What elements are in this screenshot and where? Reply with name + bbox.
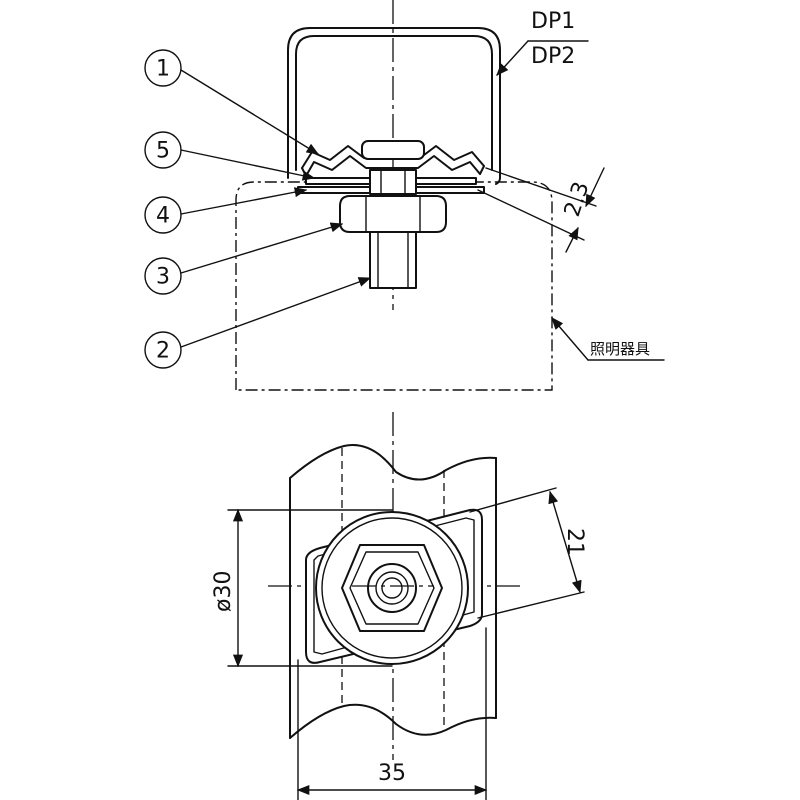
balloon-part-3: 3 xyxy=(144,257,182,295)
bolt-head xyxy=(361,140,425,160)
plan-view: ø30 21 35 xyxy=(211,412,587,800)
svg-text:2: 2 xyxy=(156,339,170,364)
diameter-dimension-label: ø30 xyxy=(211,571,236,612)
width-35-dimension-label: 35 xyxy=(378,761,406,786)
channel-break-bottom xyxy=(289,703,497,739)
balloon-part-1: 1 xyxy=(144,49,182,87)
nut-part-3 xyxy=(339,195,447,233)
bolt-end-plan xyxy=(367,563,417,613)
svg-text:4: 4 xyxy=(156,204,170,229)
dp1-label: DP1 xyxy=(531,9,575,34)
side-view: 1 5 4 3 2 DP1 DP2 2.3 照明器具 xyxy=(144,0,665,391)
dp-channel-outer xyxy=(287,27,501,185)
fixture-label: 照明器具 xyxy=(590,340,650,358)
channel-break-top xyxy=(289,444,497,481)
balloon-part-4: 4 xyxy=(144,196,182,234)
gap-dimension-label: 2.3 xyxy=(560,179,595,220)
dp-channel-inner xyxy=(295,35,493,171)
balloon-part-2: 2 xyxy=(144,331,182,369)
svg-text:1: 1 xyxy=(156,57,170,82)
stud-bolt-part-2 xyxy=(369,231,417,289)
width-21-dimension-label: 21 xyxy=(562,528,587,556)
lighting-fixture-outline xyxy=(235,181,553,391)
svg-text:3: 3 xyxy=(156,265,170,290)
dp2-label: DP2 xyxy=(531,44,575,69)
svg-text:5: 5 xyxy=(156,139,170,164)
balloon-part-5: 5 xyxy=(144,131,182,169)
